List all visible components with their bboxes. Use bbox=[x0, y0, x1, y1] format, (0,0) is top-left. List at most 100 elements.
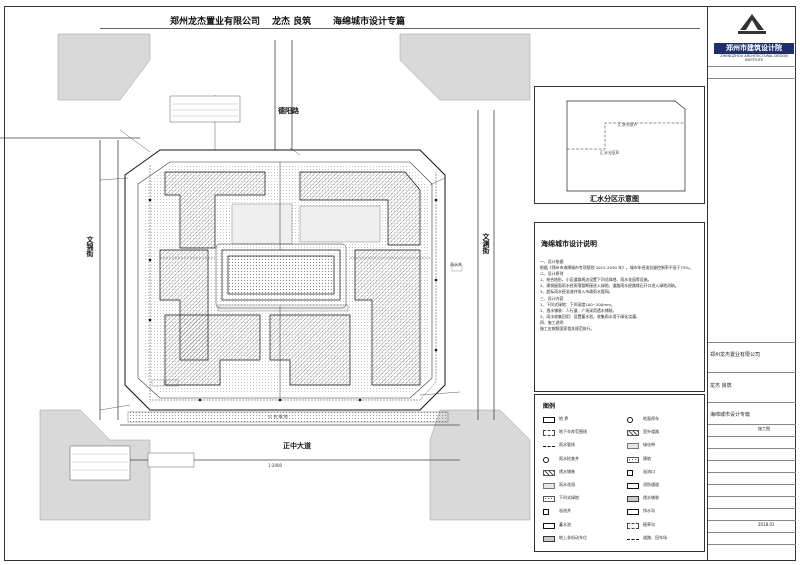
legend-swatch bbox=[543, 483, 555, 489]
legend-item: 消防通道 bbox=[627, 481, 703, 491]
building-center bbox=[221, 249, 341, 301]
legend-item: 道路、回车场 bbox=[627, 534, 703, 544]
legend-swatch bbox=[543, 430, 555, 437]
road-south-label: 正中大道 bbox=[283, 441, 311, 450]
legend-swatch bbox=[627, 430, 639, 437]
block-ne bbox=[399, 33, 531, 101]
legend-swatch bbox=[543, 456, 549, 463]
callout-box-lines bbox=[72, 103, 238, 471]
road-west-label: 文锦街 bbox=[86, 236, 95, 257]
legend-label: 溢流口 bbox=[643, 468, 655, 474]
building-nw bbox=[164, 171, 266, 249]
legend-item: 溢流井 bbox=[543, 507, 619, 517]
legend-swatch bbox=[543, 535, 555, 542]
legend-swatch bbox=[543, 417, 555, 423]
tb-row bbox=[708, 520, 796, 521]
roads bbox=[0, 40, 495, 461]
legend-item: 雨水检查井 bbox=[543, 455, 619, 465]
legend-item: 地下车库范围线 bbox=[543, 428, 619, 438]
legend-item: 排水沟 bbox=[627, 507, 703, 517]
legend-label: 透水铺装 bbox=[559, 468, 575, 474]
note-paragraph: 2、透水铺装：人行道、广场采用透水铺装。 bbox=[540, 307, 617, 313]
tb-row bbox=[708, 424, 796, 425]
legend-item: 地面停车 bbox=[627, 415, 703, 425]
legend-swatch bbox=[627, 483, 639, 489]
legend-label: 雨水管线 bbox=[559, 442, 575, 448]
legend-item: 透水铺装 bbox=[627, 494, 703, 504]
tb-row bbox=[708, 436, 796, 437]
legend-item: 地 界 bbox=[543, 415, 619, 425]
header-company: 郑州龙杰置业有限公司 bbox=[170, 17, 261, 27]
scale-label: 1:2000 bbox=[268, 463, 283, 468]
legend-swatch bbox=[543, 496, 555, 503]
tb-row bbox=[708, 448, 796, 449]
note-paragraph: 二、设计原则 bbox=[540, 271, 564, 277]
tb-row bbox=[708, 484, 796, 485]
legend-swatch bbox=[627, 417, 633, 423]
legend-swatch bbox=[627, 522, 639, 529]
legend-item: 植草沟 bbox=[627, 521, 703, 531]
tb-row bbox=[708, 544, 796, 545]
header-rule bbox=[100, 28, 700, 29]
legend-item: 雨水花园 bbox=[543, 481, 619, 491]
legend-label: 建筑 bbox=[643, 455, 651, 461]
tb-row bbox=[708, 78, 796, 79]
tb-row bbox=[708, 508, 796, 509]
legend-item: 溢流口 bbox=[627, 468, 703, 478]
tb-date: 2018.01 bbox=[758, 522, 775, 527]
legend-swatch bbox=[627, 509, 639, 516]
legend-label: 地面停车 bbox=[643, 416, 659, 421]
tb-row bbox=[708, 66, 796, 67]
tb-project: 龙杰 良筑 bbox=[710, 383, 732, 389]
drawing-frame bbox=[4, 6, 796, 561]
buildings bbox=[159, 171, 421, 386]
legend-item: 地上非机动车位 bbox=[543, 534, 619, 544]
legend-swatch bbox=[627, 469, 633, 476]
legend-label: 透水铺装 bbox=[643, 495, 659, 501]
header-project: 龙杰 良筑 bbox=[272, 17, 312, 27]
legend-label: 地下车库范围线 bbox=[559, 429, 587, 435]
note-paragraph: 1、下凹式绿地：下凹深度100~200mm。 bbox=[540, 301, 615, 307]
note-paragraph: 2、建筑屋面雨水经雨落管断接进入绿地，道路雨水经路缘石开口进入绿地消纳。 bbox=[540, 283, 679, 289]
note-paragraph: 一、设计依据 bbox=[540, 259, 564, 264]
title-block: 郑州市建筑设计院 ZHENGZHOU ARCHITECTURAL DESIGN … bbox=[707, 6, 796, 561]
catchment-inset-drawing bbox=[566, 100, 686, 192]
legend-item: 室外道路 bbox=[627, 428, 703, 438]
legend-label: 下凹式绿地 bbox=[559, 495, 579, 501]
institute-logo bbox=[708, 10, 796, 42]
institute-name: 郑州市建筑设计院 bbox=[714, 43, 794, 54]
tb-row bbox=[708, 402, 796, 403]
legend-item: 蓄水池 bbox=[543, 521, 619, 531]
south-green-strip bbox=[127, 411, 449, 423]
legend-label: 雨水花园 bbox=[559, 482, 575, 487]
legend-swatch bbox=[627, 443, 639, 450]
tb-row bbox=[708, 460, 796, 461]
block-nw bbox=[57, 33, 151, 101]
design-notes-body: 一、设计依据 根据《郑州市海绵城市专项规划 2015-2030 年》，城市年径流… bbox=[540, 259, 702, 332]
header-drawing: 海绵城市设计专篇 bbox=[333, 17, 406, 27]
callout-boxes bbox=[69, 95, 241, 481]
building-ne bbox=[299, 171, 421, 246]
legend-label: 地上非机动车位 bbox=[559, 534, 587, 540]
catchment-inset-title: 汇水分区示意图 bbox=[590, 195, 639, 203]
legend-label: 蓄水池 bbox=[559, 521, 571, 527]
institute-name-en: ZHENGZHOU ARCHITECTURAL DESIGN INSTITUTE bbox=[720, 54, 788, 62]
note-paragraph: 3、超标雨水经溢流井排入市政雨水管网。 bbox=[540, 289, 613, 295]
legend-title: 图例 bbox=[543, 403, 556, 410]
note-paragraph: 3、雨水收集回用：设置蓄水池，收集雨水用于绿化浇灌。 bbox=[540, 313, 640, 319]
legend-label: 植草沟 bbox=[643, 521, 655, 527]
building-sw bbox=[164, 314, 261, 386]
design-notes: 海绵城市设计说明 一、设计依据 根据《郑州市海绵城市专项规划 2015-2030… bbox=[534, 222, 705, 392]
legend-swatch bbox=[543, 509, 549, 516]
tb-drawing-name: 海绵城市设计专篇 bbox=[710, 412, 751, 418]
site-plan bbox=[0, 33, 531, 521]
tb-phase: 施工图 bbox=[758, 426, 770, 431]
legend-item: 建筑 bbox=[627, 455, 703, 465]
legend-swatch bbox=[543, 522, 555, 529]
tb-row bbox=[708, 472, 796, 473]
catchment-inset bbox=[534, 86, 705, 204]
inspection-wells bbox=[148, 198, 438, 402]
site-boundary bbox=[124, 149, 446, 411]
site-inner-road bbox=[137, 161, 433, 399]
legend-label: 排水沟 bbox=[643, 508, 655, 514]
